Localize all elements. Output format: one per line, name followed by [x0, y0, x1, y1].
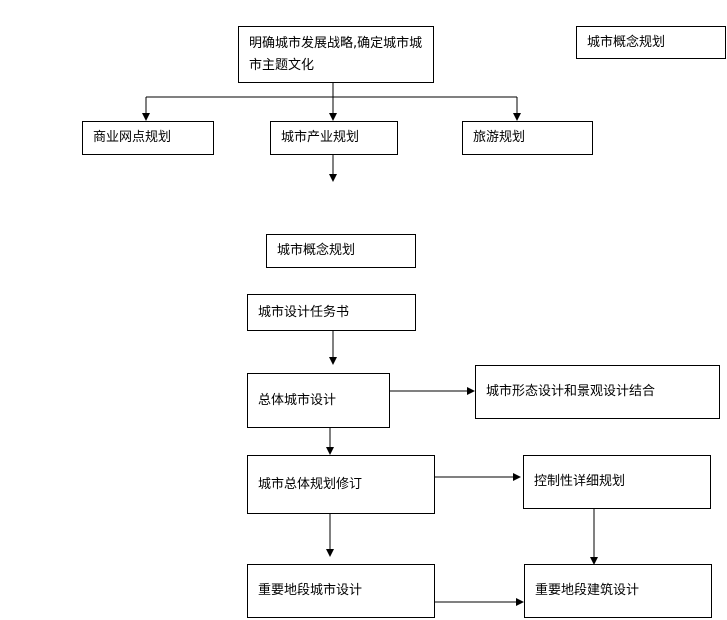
box-key-arch-design: 重要地段建筑设计	[524, 564, 712, 618]
box-tourism-planning: 旅游规划	[462, 121, 593, 155]
box-form-landscape: 城市形态设计和景观设计结合	[475, 365, 720, 419]
box-concept-title: 城市概念规划	[576, 26, 726, 59]
box-overall-urban-design: 总体城市设计	[247, 373, 390, 428]
box-detailed-control-planning: 控制性详细规划	[523, 455, 711, 509]
box-key-urban-design: 重要地段城市设计	[247, 564, 435, 618]
box-master-plan-revision: 城市总体规划修订	[247, 455, 435, 514]
box-industry-planning: 城市产业规划	[270, 121, 398, 155]
box-strategy: 明确城市发展战略,确定城市城市主题文化	[238, 26, 434, 83]
box-commercial-planning: 商业网点规划	[82, 121, 214, 155]
box-concept-planning: 城市概念规划	[266, 234, 416, 268]
box-task-book: 城市设计任务书	[247, 294, 416, 331]
